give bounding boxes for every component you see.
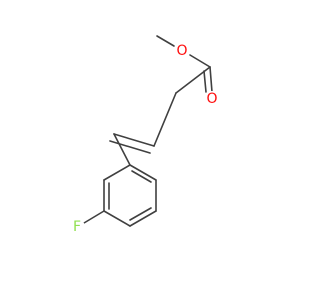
ring-bond-1 [129,164,157,181]
ring-bond-3 [129,210,157,227]
bond-carbonyl-double-1 [209,66,213,93]
ring-inner-1 [131,170,152,183]
bond-methyl-o [156,35,175,47]
ring-bond-6 [103,164,131,181]
fluorine-label: F [73,219,81,235]
ester-oxygen-label: O [176,43,187,59]
bond-carbonyl-double-2 [203,70,207,93]
bond-carbonyl-ch2 [175,66,211,94]
bond-alkene-2 [109,140,151,154]
bond-alkene-ring [113,133,131,166]
bond-o-carbonyl-c [189,54,211,68]
ring-inner-2 [129,207,152,221]
molecule-drawing: O O F [72,35,218,235]
bond-alkene-1 [113,133,155,147]
structure-canvas: O O F [72,35,218,235]
bond-ring-f [83,210,105,224]
carbonyl-oxygen-label: O [206,91,217,107]
ring-bond-4 [103,210,131,227]
bond-ch2-alkene [153,92,177,147]
